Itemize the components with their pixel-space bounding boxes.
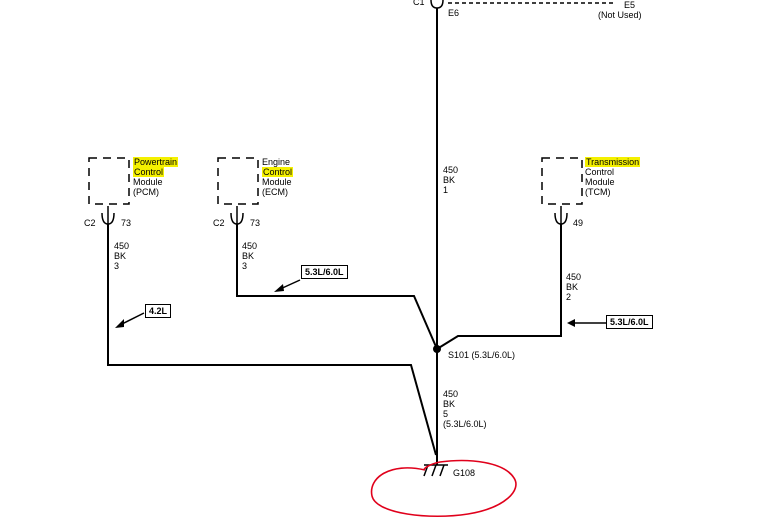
- tcm-line4: (TCM): [585, 187, 611, 197]
- ecm-line1: Engine: [262, 157, 291, 167]
- tcm-arrow-head: [567, 319, 575, 327]
- tcm-wire-size: 450: [566, 272, 582, 282]
- tcm-line1: Transmission: [585, 157, 641, 167]
- ecm-module-box: [217, 157, 259, 205]
- tcm-wire-color: BK: [566, 282, 579, 292]
- ecm-pin-label: 73: [250, 218, 261, 228]
- ground-wire-num: 5: [443, 409, 449, 419]
- e6-pin-label: E6: [448, 8, 460, 18]
- tcm-wire-label: 450 BK 2: [566, 272, 581, 302]
- e5-pin-label: E5: [624, 0, 636, 10]
- main-wire-size: 450: [443, 165, 459, 175]
- ecm-wire-num: 3: [242, 261, 248, 271]
- c1-connector-symbol: [430, 0, 444, 9]
- pcm-line1: Powertrain: [133, 157, 179, 167]
- tcm-wire: [436, 224, 562, 350]
- ecm-engine-callout: 5.3L/6.0L: [301, 265, 348, 279]
- pcm-wire-label: 450 BK 3: [114, 241, 129, 271]
- tcm-engine-callout: 5.3L/6.0L: [606, 315, 653, 329]
- pcm-arrow-head: [115, 319, 124, 328]
- tcm-module-box: [541, 157, 583, 205]
- ecm-connector-label: C2: [213, 218, 225, 228]
- ground-wire-variant: (5.3L/6.0L): [443, 419, 487, 429]
- ecm-wire: [236, 224, 438, 350]
- pcm-wire: [107, 224, 437, 456]
- not-used-label: (Not Used): [598, 10, 642, 20]
- ecm-wire-label: 450 BK 3: [242, 241, 257, 271]
- ecm-line2: Control: [262, 167, 294, 177]
- ecm-wire-color: BK: [242, 251, 255, 261]
- pcm-line2: Control: [133, 167, 165, 177]
- splice-s101: [433, 345, 441, 353]
- tcm-wire-num: 2: [566, 292, 572, 302]
- tcm-line3: Module: [585, 177, 615, 187]
- pcm-engine-callout: 4.2L: [145, 304, 172, 318]
- ecm-line4: (ECM): [262, 187, 288, 197]
- ecm-module-label: Engine Control Module (ECM): [262, 157, 294, 197]
- pcm-wire-num: 3: [114, 261, 120, 271]
- ecm-wire-size: 450: [242, 241, 258, 251]
- ecm-line3: Module: [262, 177, 292, 187]
- pcm-pin-label: 73: [121, 218, 132, 228]
- pcm-module-label: Powertrain Control Module (PCM): [133, 157, 179, 197]
- main-wire-color: BK: [443, 175, 456, 185]
- c1-connector-label: C1: [413, 0, 425, 7]
- ground-wire-color: BK: [443, 399, 456, 409]
- tcm-pin-label: 49: [573, 218, 584, 228]
- ground-wire-size: 450: [443, 389, 459, 399]
- pcm-line4: (PCM): [133, 187, 159, 197]
- main-wire-num: 1: [443, 185, 449, 195]
- splice-label: S101 (5.3L/6.0L): [448, 350, 516, 360]
- ground-label: G108: [453, 468, 476, 478]
- pcm-connector-label: C2: [84, 218, 96, 228]
- main-wire-label: 450 BK 1: [443, 165, 458, 195]
- tcm-line2: Control: [585, 167, 615, 177]
- pcm-line3: Module: [133, 177, 163, 187]
- tcm-module-label: Transmission Control Module (TCM): [585, 157, 641, 197]
- pcm-wire-size: 450: [114, 241, 130, 251]
- pcm-wire-color: BK: [114, 251, 127, 261]
- pcm-module-box: [88, 157, 130, 205]
- ground-wire-label: 450 BK 5 (5.3L/6.0L): [443, 389, 487, 429]
- red-annotation-circle: [370, 459, 517, 518]
- ecm-arrow-head: [274, 284, 284, 292]
